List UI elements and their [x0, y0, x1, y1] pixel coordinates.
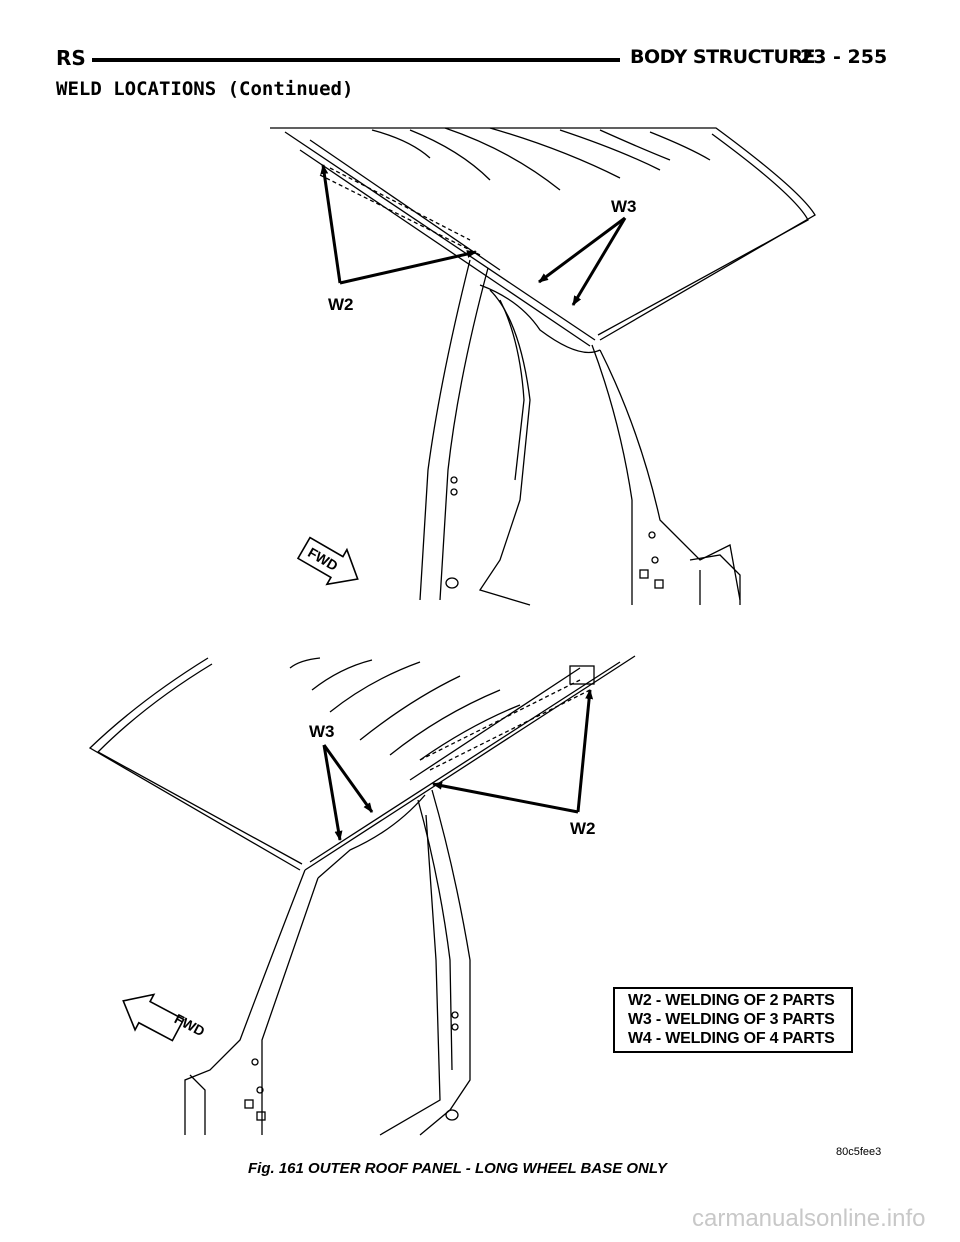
bottom-w2-arrows [432, 689, 594, 814]
top-w3-callout: W3 [611, 197, 637, 216]
legend-item-w3: W3 - WELDING OF 3 PARTS [628, 1011, 835, 1028]
top-roof-drawing [270, 127, 816, 606]
image-code: 80c5fee3 [836, 1146, 882, 1158]
top-w2-arrows [320, 164, 477, 285]
section-title: WELD LOCATIONS (Continued) [56, 78, 354, 100]
bottom-fwd-label: FWD [172, 1010, 208, 1039]
header-vehicle-code: RS [56, 46, 86, 70]
bottom-w3-arrows [322, 744, 374, 841]
bottom-w3-callout: W3 [309, 722, 335, 741]
bottom-w2-callout: W2 [570, 819, 596, 838]
top-w2-callout: W2 [328, 295, 354, 314]
legend-item-w4: W4 - WELDING OF 4 PARTS [628, 1030, 835, 1047]
weld-legend: W2 - WELDING OF 2 PARTS W3 - WELDING OF … [613, 987, 853, 1053]
legend-item-w2: W2 - WELDING OF 2 PARTS [628, 992, 835, 1009]
bottom-roof-drawing [88, 655, 636, 1136]
figure-caption: Fig. 161 OUTER ROOF PANEL - LONG WHEEL B… [248, 1160, 667, 1177]
watermark: carmanualsonline.info [692, 1205, 926, 1232]
top-w3-arrows [538, 216, 627, 306]
header-page-number: 23 - 255 [800, 46, 888, 68]
top-fwd-arrow: FWD [296, 536, 359, 586]
header-rule [92, 58, 620, 62]
header-section-title: BODY STRUCTURE [630, 46, 816, 68]
bottom-fwd-arrow: FWD [122, 993, 208, 1042]
